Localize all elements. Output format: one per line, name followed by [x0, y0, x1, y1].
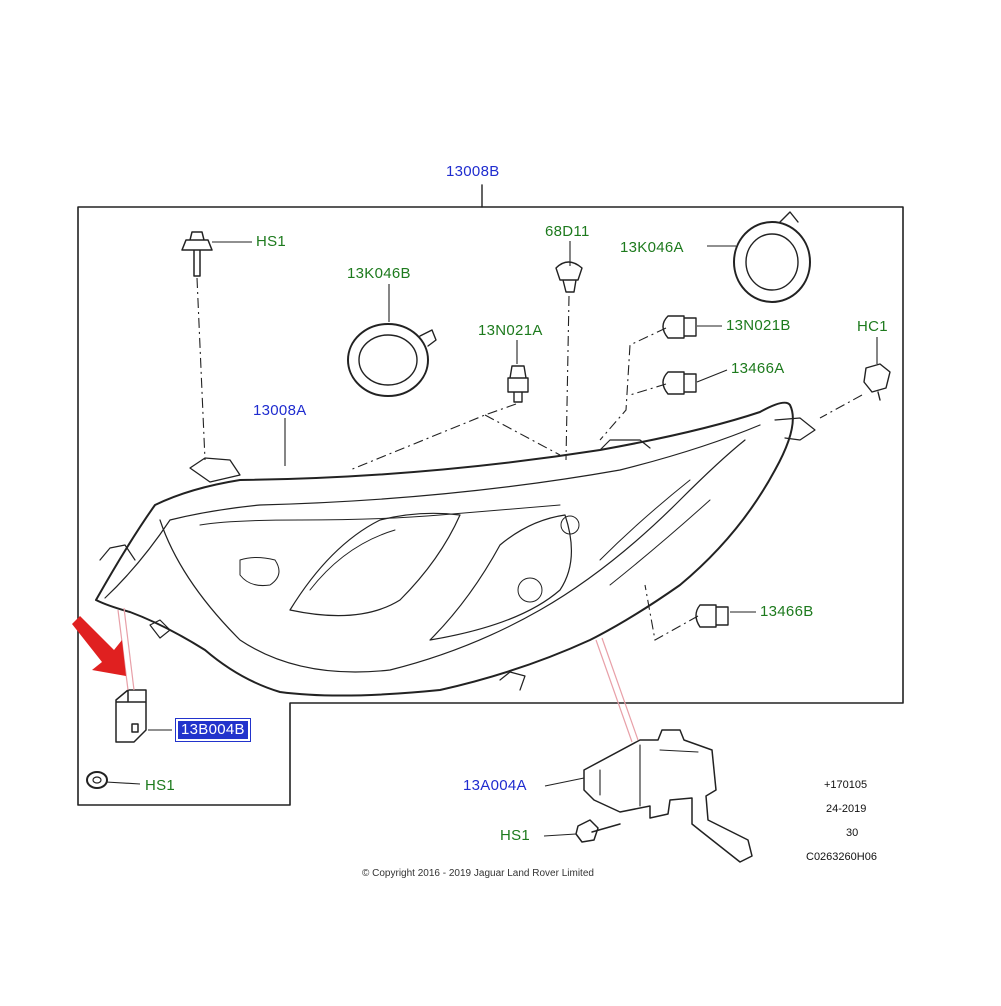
info-line-4: C0263260H06 [806, 851, 877, 863]
label-assembly: 13008B [446, 163, 500, 180]
label-bulb-mid-right: 13466A [731, 360, 785, 377]
label-bolt-bottom: HS1 [500, 827, 531, 844]
bracket-left-icon [115, 689, 147, 743]
red-arrow-icon [72, 616, 126, 676]
label-bracket-bottom: 13A004A [463, 777, 527, 794]
bolt-left-icon [86, 771, 108, 789]
bolt-bottom-icon [575, 819, 621, 843]
headlamp-housing [95, 401, 794, 697]
connector-icon [863, 363, 891, 401]
label-housing: 13008A [253, 402, 307, 419]
label-bulb-h7: 13N021A [478, 322, 543, 339]
clip-icon [555, 261, 583, 293]
bulb-mid-right-icon [662, 371, 697, 395]
cap-left-icon [347, 323, 429, 397]
assembly-frame [77, 206, 904, 806]
label-cap-right: 13K046A [620, 239, 684, 256]
info-line-3: 30 [846, 827, 859, 839]
bulb-top-right-icon [662, 315, 697, 339]
cap-right-icon [733, 221, 811, 303]
label-bolt-top: HS1 [256, 233, 287, 250]
label-clip: 68D11 [545, 223, 590, 240]
label-bulb-top-right: 13N021B [726, 317, 791, 334]
info-line-1: +170105 [824, 779, 868, 791]
bulb-h7-icon [507, 365, 529, 403]
bulb-low-right-icon [695, 604, 729, 628]
label-bolt-left: HS1 [145, 777, 176, 794]
bolt-top-icon [181, 231, 213, 277]
label-connector: HC1 [857, 318, 888, 335]
label-cap-left: 13K046B [347, 265, 411, 282]
info-line-2: 24-2019 [826, 803, 867, 815]
copyright-text: © Copyright 2016 - 2019 Jaguar Land Rove… [362, 868, 594, 879]
label-bulb-low-right: 13466B [760, 603, 814, 620]
label-bracket-left: 13B004B [176, 719, 250, 741]
bracket-bottom-icon [583, 729, 753, 863]
